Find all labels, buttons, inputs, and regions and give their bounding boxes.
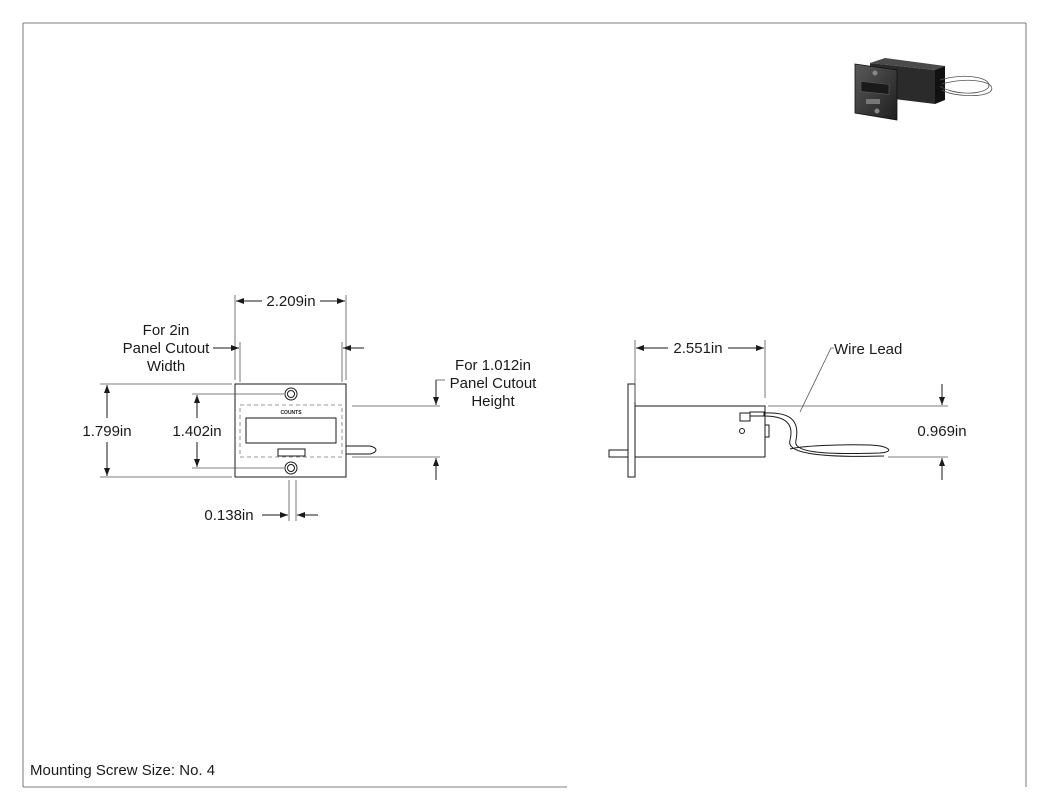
svg-text:For 2in: For 2in (143, 322, 190, 339)
inner-height-dimension: 1.402in (172, 393, 284, 469)
drawing-border (22, 22, 1027, 788)
svg-text:Width: Width (147, 358, 185, 375)
svg-text:0.969in: 0.969in (917, 423, 966, 440)
svg-text:0.138in: 0.138in (204, 507, 253, 524)
top-screw-icon (284, 387, 298, 401)
svg-text:Panel Cutout: Panel Cutout (450, 375, 538, 392)
isometric-thumbnail (854, 58, 993, 121)
panel-cutout-height-note: For 1.012in Panel Cutout Height (352, 357, 537, 480)
side-height-dimension: 0.969in (768, 384, 967, 480)
panel-cutout-width-note: For 2in Panel Cutout Width (123, 322, 364, 382)
wire-lead-callout: Wire Lead (799, 341, 902, 413)
mounting-screw-note: Mounting Screw Size: No. 4 (30, 762, 215, 779)
svg-text:For 1.012in: For 1.012in (455, 357, 531, 374)
screw-offset-dimension: 0.138in (204, 480, 318, 524)
bottom-screw-icon (284, 461, 298, 475)
svg-text:Height: Height (471, 393, 515, 410)
side-view (608, 383, 890, 478)
svg-text:Panel Cutout: Panel Cutout (123, 340, 211, 357)
width-dimension: 2.209in (234, 293, 347, 380)
height-dimension: 1.799in (82, 383, 232, 478)
depth-dimension: 2.551in (634, 340, 766, 402)
svg-text:2.209in: 2.209in (266, 293, 315, 310)
counts-label: COUNTS (280, 410, 302, 416)
svg-text:1.402in: 1.402in (172, 423, 221, 440)
front-view: COUNTS (234, 383, 377, 478)
svg-text:1.799in: 1.799in (82, 423, 131, 440)
svg-text:2.551in: 2.551in (673, 340, 722, 357)
svg-text:Wire Lead: Wire Lead (834, 341, 902, 358)
